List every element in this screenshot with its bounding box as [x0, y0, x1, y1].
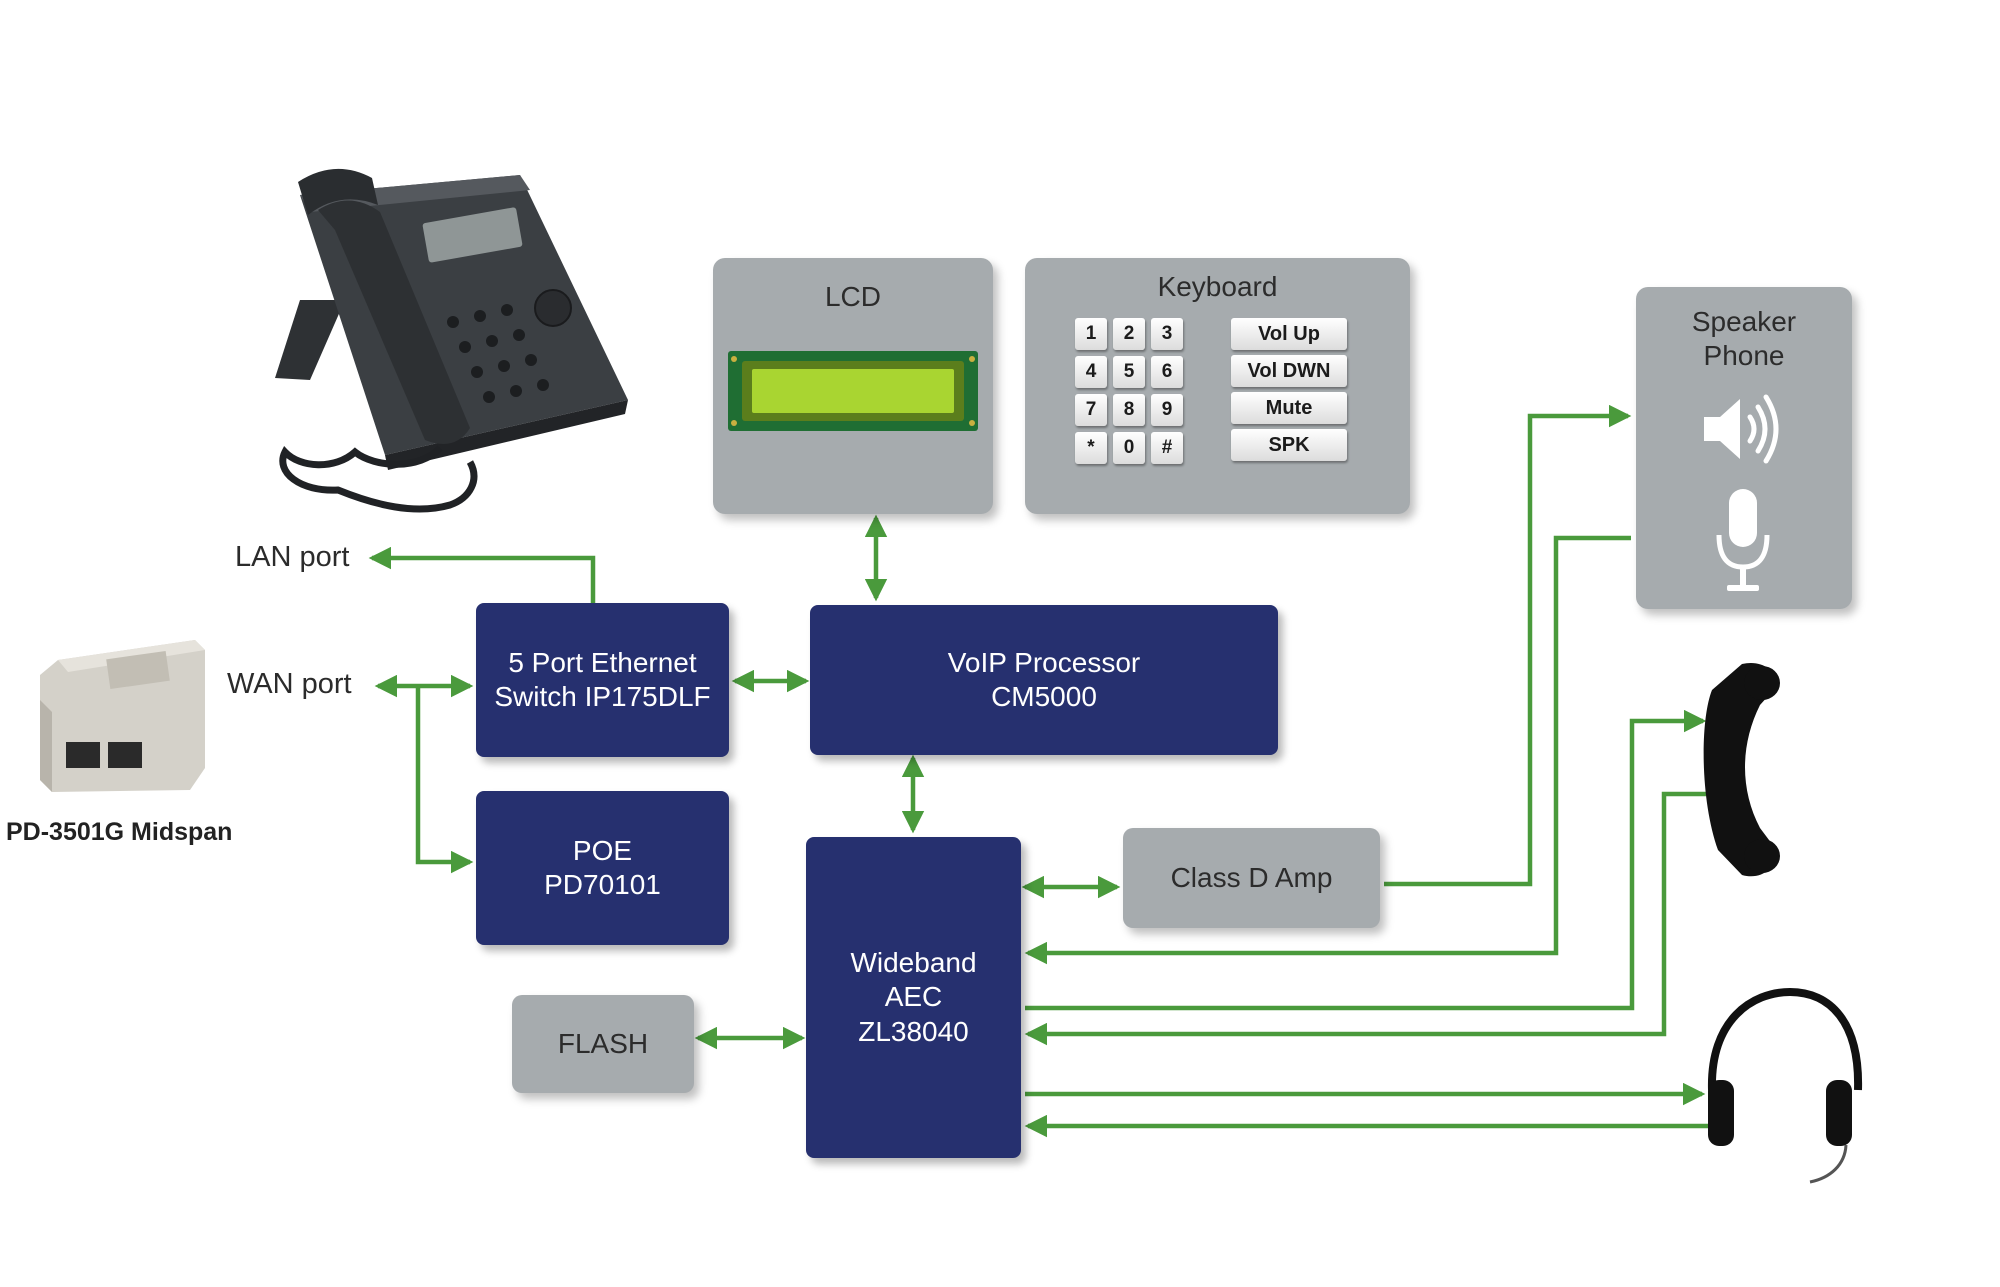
arrow-amp-speaker: [1384, 404, 1632, 887]
key-5: 5: [1113, 356, 1145, 388]
vol-up-key: Vol Up: [1231, 318, 1347, 350]
key-6: 6: [1151, 356, 1183, 388]
lan-port-label: LAN port: [235, 541, 350, 573]
lcd-title: LCD: [824, 281, 881, 312]
desk-phone-icon: [275, 168, 628, 513]
wan-port-label: WAN port: [227, 668, 352, 700]
key-4: 4: [1075, 356, 1107, 388]
keyboard-title: Keyboard: [1157, 271, 1278, 302]
aec-block: Wideband AEC ZL38040: [806, 837, 1021, 1158]
handset-icon: [1703, 662, 1780, 877]
speaker-phone-title: Speaker Phone: [1691, 306, 1797, 371]
arrow-mic-aec: [1024, 535, 1631, 965]
class-d-amp-block: Class D Amp: [1123, 828, 1380, 928]
key-8: 8: [1113, 394, 1145, 426]
arrow-switch-to-lan: [368, 546, 596, 603]
speaker-phone-panel: Speaker Phone: [1636, 287, 1852, 609]
key-7: 7: [1075, 394, 1107, 426]
key-0: 0: [1113, 432, 1145, 464]
arrow-aec-handset: [1025, 709, 1707, 1011]
midspan-label: PD-3501G Midspan: [6, 818, 233, 846]
key-3: 3: [1151, 318, 1183, 350]
key-1: 1: [1075, 318, 1107, 350]
speaker-icon: [1704, 394, 1779, 464]
headset-icon: [1707, 987, 1863, 1184]
spk-key: SPK: [1231, 429, 1347, 461]
midspan-injector-icon: [40, 640, 205, 792]
arrow-handset-aec: [1024, 791, 1706, 1046]
flash-block: FLASH: [512, 995, 694, 1093]
lcd-panel: LCD: [713, 258, 993, 514]
mute-key: Mute: [1231, 392, 1347, 424]
key-star: *: [1075, 432, 1107, 464]
microphone-icon: [1716, 489, 1770, 591]
key-9: 9: [1151, 394, 1183, 426]
key-hash: #: [1151, 432, 1183, 464]
voip-processor-block: VoIP Processor CM5000: [810, 605, 1278, 755]
vol-dwn-key: Vol DWN: [1231, 355, 1347, 387]
poe-block: POE PD70101: [476, 791, 729, 945]
lcd-module-icon: [728, 351, 978, 431]
key-2: 2: [1113, 318, 1145, 350]
ethernet-switch-block: 5 Port Ethernet Switch IP175DLF: [476, 603, 729, 757]
keyboard-panel: Keyboard 1 2 3 4 5 6 7 8 9 * 0 # Vol Up …: [1025, 258, 1410, 514]
arrow-wan-poe: [415, 686, 474, 874]
